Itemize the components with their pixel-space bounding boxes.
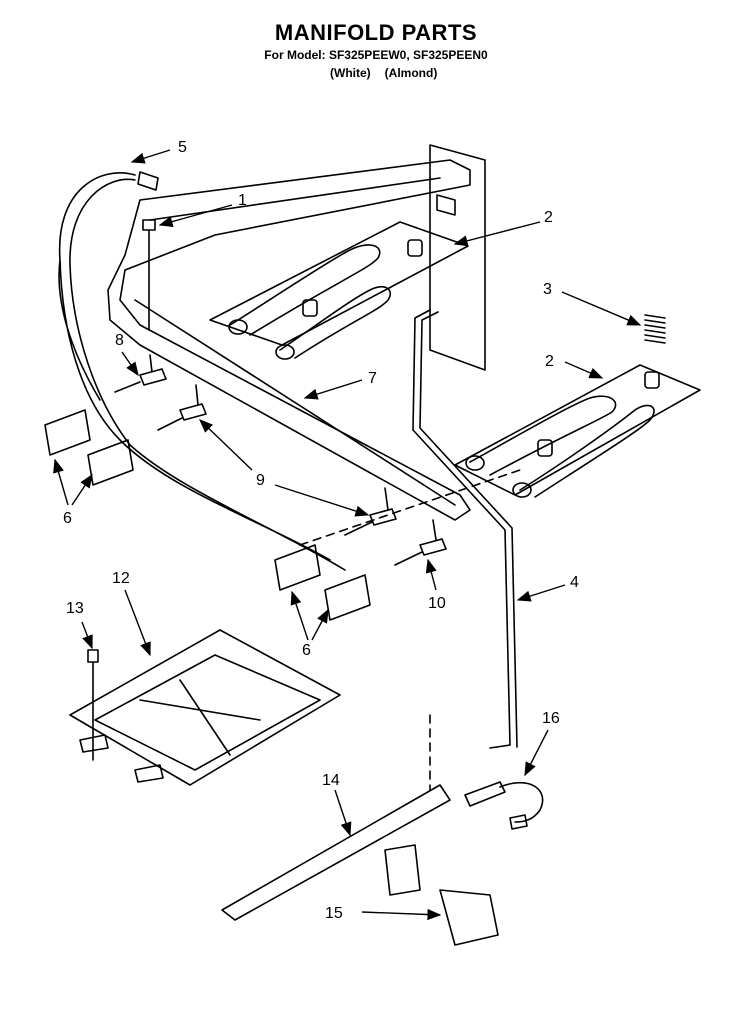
lower-burner-cap-2 bbox=[537, 439, 553, 457]
upper-burner-tube-left bbox=[229, 244, 381, 336]
pipe-bracket bbox=[429, 144, 486, 371]
leader-10 bbox=[425, 558, 437, 591]
leader-6-d bbox=[311, 608, 329, 641]
callout-12: 12 bbox=[112, 570, 130, 587]
screw-1 bbox=[142, 219, 156, 331]
manifold-pipe bbox=[107, 159, 471, 521]
callout-10: 10 bbox=[428, 595, 446, 612]
callout-4: 4 bbox=[570, 574, 579, 591]
lower-burner-tube-right bbox=[519, 404, 655, 498]
diagram-title: MANIFOLD PARTS bbox=[274, 20, 478, 45]
gas-manifold-bar bbox=[221, 784, 451, 921]
lower-burner-port-left bbox=[465, 455, 485, 471]
valve-9-upper bbox=[157, 384, 207, 431]
lower-burner-cap-1 bbox=[644, 371, 660, 389]
leader-13 bbox=[81, 621, 93, 650]
manifold-pipe-inner bbox=[134, 177, 456, 506]
leader-2-lower bbox=[564, 361, 604, 379]
leader-3 bbox=[561, 291, 642, 326]
callout-2-lower: 2 bbox=[545, 353, 554, 370]
bracket-6-c bbox=[274, 544, 321, 591]
callout-9-upper: 9 bbox=[256, 472, 265, 489]
gas-line bbox=[412, 309, 518, 749]
valve-10 bbox=[394, 519, 447, 566]
spark-switch bbox=[464, 781, 544, 823]
callout-5: 5 bbox=[178, 139, 187, 156]
variant-almond: (Almond) bbox=[384, 66, 438, 80]
callout-1: 1 bbox=[238, 192, 247, 209]
leader-6-a bbox=[53, 458, 69, 506]
burner-shield-ribs bbox=[94, 654, 321, 771]
callout-8: 8 bbox=[115, 332, 124, 349]
burner-shield bbox=[69, 629, 341, 786]
callout-13: 13 bbox=[66, 600, 84, 617]
valve-8 bbox=[114, 354, 167, 393]
leader-2-upper bbox=[453, 221, 541, 247]
callout-3: 3 bbox=[543, 281, 552, 298]
callout-6-upper: 6 bbox=[63, 510, 72, 527]
screw-13 bbox=[87, 649, 99, 761]
leader-9-upper bbox=[198, 419, 253, 471]
model-variants: (White) (Almond) bbox=[330, 66, 451, 80]
leader-1 bbox=[158, 204, 233, 228]
callout-14: 14 bbox=[322, 772, 340, 789]
leader-14 bbox=[334, 789, 352, 837]
leader-6-b bbox=[71, 473, 93, 506]
pressure-regulator bbox=[384, 844, 499, 946]
callout-15: 15 bbox=[325, 905, 343, 922]
leader-9-lower bbox=[274, 484, 370, 517]
spark-switch-plug bbox=[509, 814, 528, 830]
leader-8 bbox=[121, 351, 139, 377]
upper-burner-port-right bbox=[275, 344, 295, 360]
leader-16 bbox=[524, 729, 549, 777]
leader-4 bbox=[516, 584, 566, 602]
upper-burner-cap-2 bbox=[302, 299, 318, 317]
assembly-guide-line bbox=[299, 469, 521, 791]
leader-15 bbox=[361, 908, 442, 921]
lower-burner-plate bbox=[454, 364, 701, 496]
leader-7 bbox=[303, 379, 363, 400]
leader-5 bbox=[130, 149, 171, 164]
model-line: For Model: SF325PEEW0, SF325PEEN0 bbox=[264, 48, 488, 62]
shield-tab-left bbox=[79, 734, 109, 753]
upper-burner-cap-1 bbox=[407, 239, 423, 257]
leader-12 bbox=[124, 589, 151, 657]
bracket-6-a bbox=[44, 409, 91, 456]
upper-burner-tube-right bbox=[279, 285, 392, 359]
callout-2-upper: 2 bbox=[544, 209, 553, 226]
pipe-bracket-tab bbox=[436, 194, 456, 216]
callout-6-lower: 6 bbox=[302, 642, 311, 659]
shield-tab-right bbox=[134, 764, 164, 783]
callout-7: 7 bbox=[368, 370, 377, 387]
harness-connector bbox=[137, 171, 159, 191]
wiring-harness bbox=[58, 172, 346, 571]
bracket-6-d bbox=[324, 574, 371, 621]
variant-white: (White) bbox=[330, 66, 371, 80]
valve-9-lower bbox=[344, 487, 397, 536]
lower-burner-tube-left bbox=[469, 395, 617, 476]
callout-16: 16 bbox=[542, 710, 560, 727]
leader-6-c bbox=[290, 590, 309, 641]
upper-burner-port-left bbox=[228, 319, 248, 335]
spring bbox=[644, 314, 666, 344]
lower-burner-port-right bbox=[512, 482, 532, 498]
